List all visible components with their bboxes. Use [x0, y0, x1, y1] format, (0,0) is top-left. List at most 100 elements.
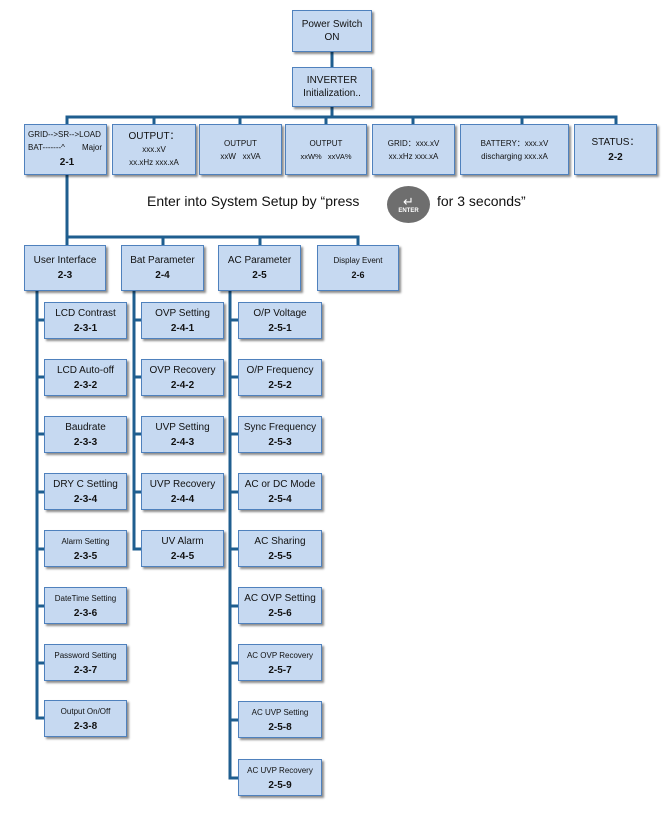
screen-battery: BATTERY：xxx.xV discharging xxx.xA	[460, 124, 569, 175]
item-label: Sync Frequency	[243, 421, 317, 433]
item-label: Output On/Off	[60, 706, 111, 716]
item-label: DateTime Setting	[54, 593, 117, 603]
item-label: UVP Recovery	[149, 478, 216, 490]
item-num: 2-3-2	[73, 379, 98, 391]
grid-sr-line2: BAT-------^ Major	[28, 141, 106, 154]
output2-line1: OUTPUT	[224, 138, 257, 148]
menu-num: 2-4	[155, 270, 170, 281]
item-label: LCD Contrast	[55, 307, 116, 319]
power-switch-box: Power Switch ON	[292, 10, 372, 52]
menu-title: User Interface	[33, 255, 97, 266]
item-baudrate: Baudrate 2-3-3	[44, 416, 127, 453]
item-num: 2-5-7	[268, 664, 292, 676]
item-uvp-recovery: UVP Recovery 2-4-4	[141, 473, 224, 510]
item-num: 2-5-3	[268, 436, 292, 448]
output3-line2: xxW% xxVA%	[300, 151, 352, 161]
menu-ac-parameter: AC Parameter 2-5	[218, 245, 301, 291]
item-lcd-auto-off: LCD Auto-off 2-3-2	[44, 359, 127, 396]
item-num: 2-3-1	[73, 322, 98, 334]
item-num: 2-4-5	[170, 550, 195, 562]
item-uv-alarm: UV Alarm 2-4-5	[141, 530, 224, 567]
power-switch-title: Power Switch	[301, 19, 363, 30]
enter-key-icon: ↵	[403, 194, 414, 209]
item-uvp-setting: UVP Setting 2-4-3	[141, 416, 224, 453]
item-label: Baudrate	[65, 421, 106, 433]
item-label: AC or DC Mode	[244, 478, 316, 490]
item-dry-c-setting: DRY C Setting 2-3-4	[44, 473, 127, 510]
grid-sr-num: 2-1	[59, 157, 75, 168]
item-ac-sharing: AC Sharing 2-5-5	[238, 530, 322, 567]
menu-num: 2-3	[57, 270, 73, 281]
grid-line1: GRID：xxx.xV	[387, 138, 440, 148]
output1-line2: xxx.xV	[142, 145, 166, 154]
item-output-on-off: Output On/Off 2-3-8	[44, 700, 127, 737]
enter-button-label: ENTER	[398, 208, 419, 214]
item-label: AC UVP Recovery	[247, 765, 313, 775]
item-label: O/P Frequency	[246, 364, 314, 376]
screen-status: STATUS： 2-2	[574, 124, 657, 175]
item-num: 2-3-8	[73, 720, 98, 732]
item-num: 2-4-4	[170, 493, 195, 505]
item-label: LCD Auto-off	[56, 364, 115, 376]
grid-sr-line2b: Major	[81, 143, 102, 152]
item-num: 2-3-7	[73, 664, 98, 676]
menu-title: Bat Parameter	[130, 255, 195, 266]
item-op-voltage: O/P Voltage 2-5-1	[238, 302, 322, 339]
item-num: 2-5-5	[268, 550, 292, 562]
item-label: UVP Setting	[155, 421, 210, 433]
inverter-init-box: INVERTER Initialization..	[292, 67, 372, 107]
item-datetime-setting: DateTime Setting 2-3-6	[44, 587, 127, 624]
item-num: 2-5-8	[268, 721, 292, 733]
item-label: OVP Recovery	[149, 364, 216, 376]
item-num: 2-3-5	[73, 550, 98, 562]
menu-display-event: Display Event 2-6	[317, 245, 399, 291]
setup-instruction-text: Enter into System Setup by “press	[147, 193, 360, 209]
item-num: 2-4-3	[170, 436, 195, 448]
item-ac-ovp-recovery: AC OVP Recovery 2-5-7	[238, 644, 322, 681]
menu-num: 2-5	[252, 270, 267, 281]
status-line1: STATUS：	[591, 136, 640, 148]
item-op-frequency: O/P Frequency 2-5-2	[238, 359, 322, 396]
item-ac-or-dc-mode: AC or DC Mode 2-5-4	[238, 473, 322, 510]
grid-sr-line1: GRID-->SR-->LOAD	[28, 130, 101, 139]
menu-title: AC Parameter	[227, 255, 292, 266]
item-ovp-setting: OVP Setting 2-4-1	[141, 302, 224, 339]
menu-bat-parameter: Bat Parameter 2-4	[121, 245, 204, 291]
item-num: 2-5-1	[268, 322, 292, 334]
item-num: 2-3-6	[73, 607, 98, 619]
item-label: AC Sharing	[254, 535, 306, 547]
item-ac-ovp-setting: AC OVP Setting 2-5-6	[238, 587, 322, 624]
item-num: 2-5-4	[268, 493, 292, 505]
item-num: 2-5-2	[268, 379, 292, 391]
item-password-setting: Password Setting 2-3-7	[44, 644, 127, 681]
item-label: AC UVP Setting	[251, 707, 309, 717]
item-num: 2-4-2	[170, 379, 195, 391]
inverter-title: INVERTER	[306, 75, 358, 86]
item-ovp-recovery: OVP Recovery 2-4-2	[141, 359, 224, 396]
screen-grid-sr-load: GRID-->SR-->LOAD BAT-------^ Major 2-1	[24, 124, 107, 175]
output1-line1: OUTPUT：	[128, 131, 180, 142]
item-label: Alarm Setting	[61, 536, 110, 546]
menu-user-interface: User Interface 2-3	[24, 245, 106, 291]
item-label: AC OVP Recovery	[246, 650, 314, 660]
output3-line1: OUTPUT	[309, 138, 343, 148]
item-num: 2-5-6	[268, 607, 292, 619]
item-lcd-contrast: LCD Contrast 2-3-1	[44, 302, 127, 339]
status-num: 2-2	[608, 151, 623, 163]
item-label: AC OVP Setting	[244, 592, 316, 604]
menu-title: Display Event	[333, 256, 383, 265]
item-num: 2-3-3	[73, 436, 98, 448]
grid-line2: xx.xHz xxx.xA	[388, 151, 439, 161]
item-num: 2-3-4	[73, 493, 98, 505]
item-num: 2-4-1	[170, 322, 195, 334]
item-label: UV Alarm	[161, 535, 204, 547]
enter-button[interactable]: ↵ ENTER	[387, 186, 430, 223]
item-num: 2-5-9	[268, 779, 292, 791]
output1-line3: xx.xHz xxx.xA	[129, 158, 179, 167]
grid-sr-line2a: BAT-------^	[28, 143, 65, 152]
screen-output-1: OUTPUT： xxx.xV xx.xHz xxx.xA	[112, 124, 196, 175]
item-alarm-setting: Alarm Setting 2-3-5	[44, 530, 127, 567]
item-ac-uvp-recovery: AC UVP Recovery 2-5-9	[238, 759, 322, 796]
power-switch-sub: ON	[324, 32, 340, 43]
